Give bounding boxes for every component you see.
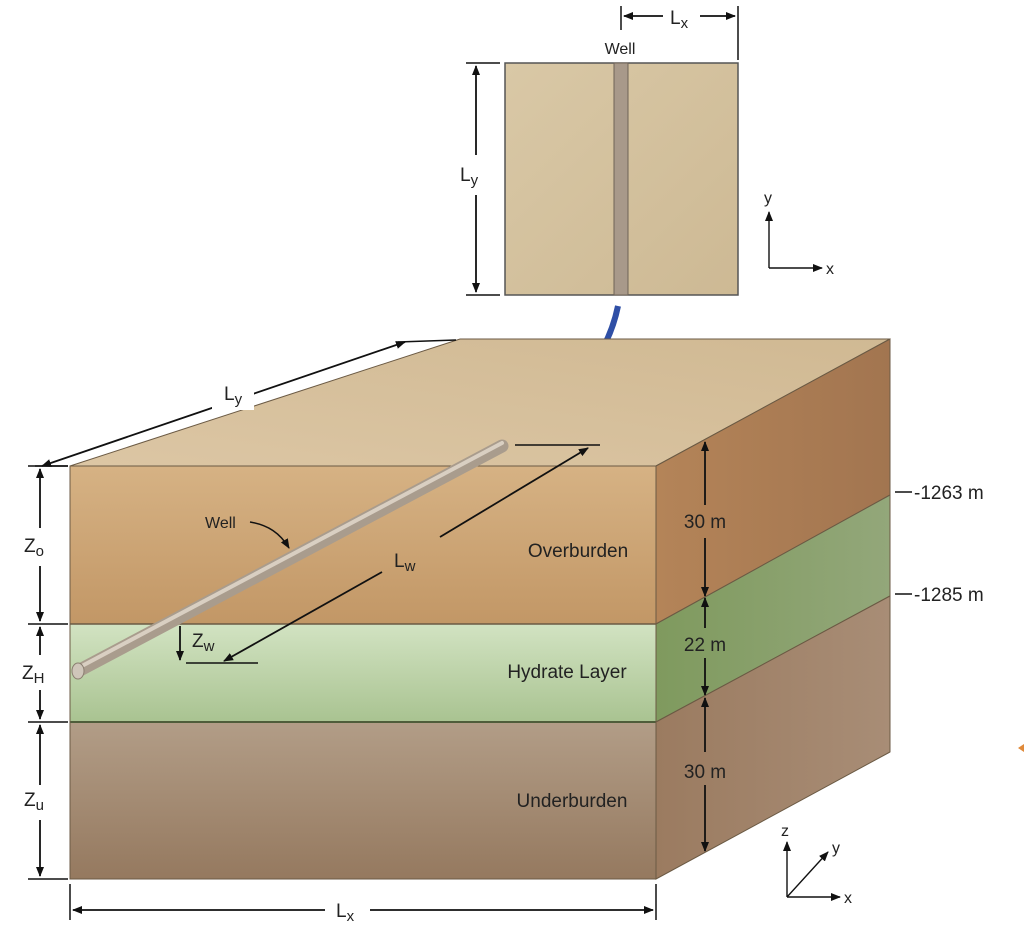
edge-mark <box>1018 744 1024 752</box>
block-3d: Ly Lx Lw Zw Well Overburden Hydrate Laye… <box>22 338 984 925</box>
zh-label: ZH <box>22 663 44 687</box>
block-well-pointer <box>249 521 290 549</box>
layer-label-underburden: Underburden <box>517 791 628 812</box>
block-zw-label: Zw <box>192 631 215 655</box>
plan-lx-label: Lx <box>670 8 689 32</box>
horizontal-well-highlight <box>78 441 504 669</box>
block-ly-tick-right <box>397 339 457 343</box>
block-axis-x-label: x <box>844 890 852 907</box>
block-axis-y <box>786 851 829 898</box>
block-well-label: Well <box>205 515 236 532</box>
block-lw-arrow-down <box>223 571 383 662</box>
block-lw-arrow-up <box>439 447 589 538</box>
plan-ly-label: Ly <box>460 165 479 189</box>
zo-label: Zo <box>24 536 44 560</box>
plan-axis-y-label: y <box>764 190 772 207</box>
block-lw-label: Lw <box>394 551 416 575</box>
block-axis-z-label: z <box>781 823 789 840</box>
block-ly-label-bg <box>212 382 254 410</box>
block-ly-label: Ly <box>224 384 243 408</box>
plan-view: Well Lx Ly y x <box>460 6 834 296</box>
block-lx-label: Lx <box>336 901 355 925</box>
depth-1263-label: -1263 m <box>914 483 984 504</box>
horizontal-well-end <box>71 662 85 680</box>
thick-over-label: 30 m <box>684 512 726 533</box>
thick-hyd-label: 22 m <box>684 635 726 656</box>
plan-well-label: Well <box>605 41 636 58</box>
thick-under-label: 30 m <box>684 762 726 783</box>
horizontal-well <box>71 439 509 678</box>
depth-1285-label: -1285 m <box>914 585 984 606</box>
front-hydrate <box>70 624 656 722</box>
block-axis-y-label: y <box>832 840 840 857</box>
front-overburden <box>70 466 656 624</box>
layer-label-overburden: Overburden <box>528 541 628 562</box>
layer-label-hydrate: Hydrate Layer <box>507 662 627 683</box>
plan-axis-x-label: x <box>826 261 834 278</box>
zu-label: Zu <box>24 790 44 814</box>
plan-well-strip <box>613 62 629 296</box>
front-underburden <box>70 722 656 879</box>
